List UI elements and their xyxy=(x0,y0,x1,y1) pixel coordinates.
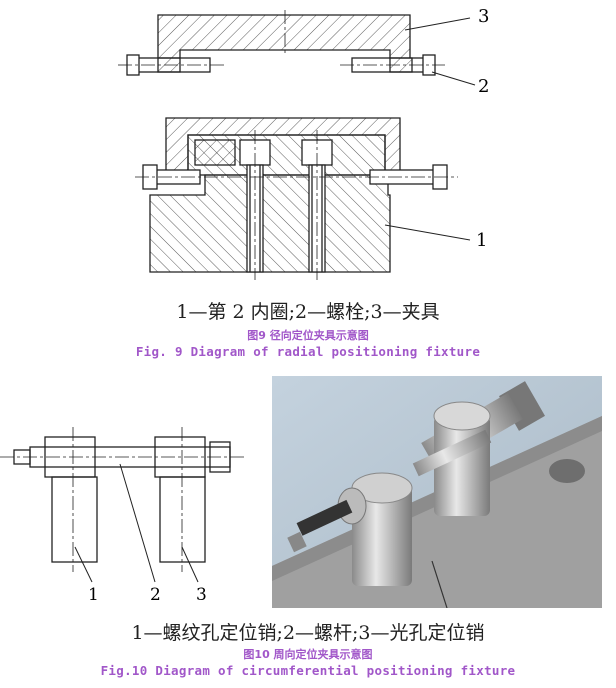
fig10-caption-cn: 图10 周向定位夹具示意图 xyxy=(243,648,373,661)
fig9-radial-fixture-drawing: 3 2 1 xyxy=(118,6,489,280)
fig10-3d-render xyxy=(272,376,602,608)
plain-pin-part-3 xyxy=(159,476,206,563)
fig10-legend: 1—螺纹孔定位销;2—螺杆;3—光孔定位销 xyxy=(131,622,485,644)
fig10-label-1: 1 xyxy=(88,585,99,605)
fig9-label-1: 1 xyxy=(476,230,487,251)
threaded-pin-part-1 xyxy=(51,476,98,563)
fig10-label-3: 3 xyxy=(196,585,207,605)
fig9-caption-cn: 图9 径向定位夹具示意图 xyxy=(247,329,369,342)
inner-ring-part-1 xyxy=(149,174,391,273)
fig9-caption-en: Fig. 9 Diagram of radial positioning fix… xyxy=(135,344,481,359)
fig9-legend: 1—第 2 内圈;2—螺栓;3—夹具 xyxy=(176,301,440,323)
fig9-label-3: 3 xyxy=(478,6,489,27)
fig10-label-2: 2 xyxy=(150,585,161,605)
fig10-caption-en: Fig.10 Diagram of circumferential positi… xyxy=(100,663,516,678)
fig9-label-2: 2 xyxy=(478,76,489,97)
screw-rod-part-2 xyxy=(29,446,231,468)
fig10-circumferential-fixture-drawing: 1 2 3 xyxy=(0,427,245,605)
